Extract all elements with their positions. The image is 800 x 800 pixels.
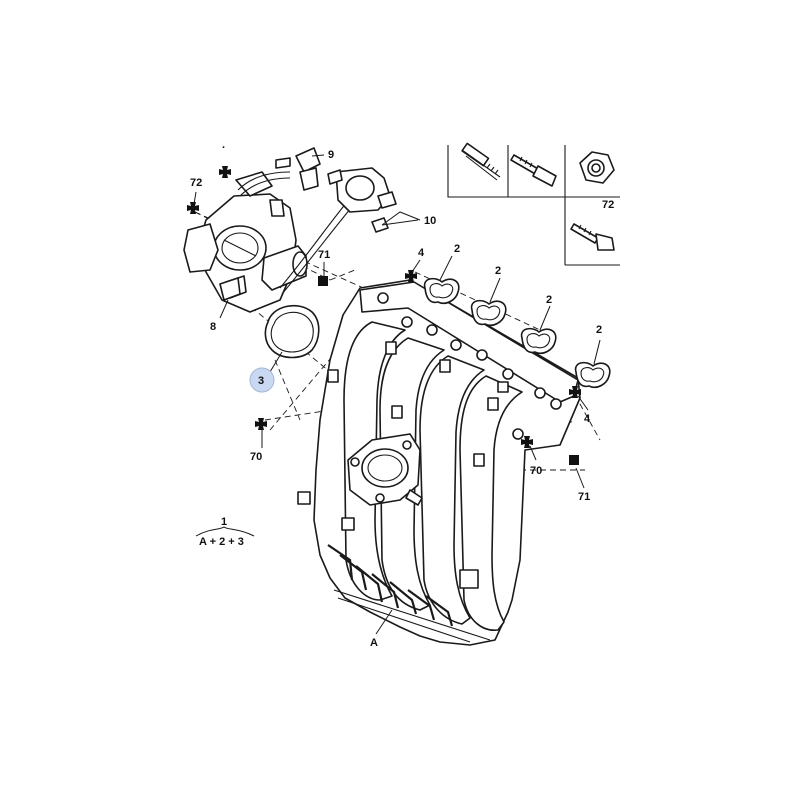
plenum-ribs (327, 544, 491, 643)
stud-icon (461, 142, 501, 181)
fastener-reference-box: 72 (447, 142, 620, 266)
callout-72-top-partial: . (222, 139, 225, 151)
callout-labels: . 72 9 10 71 4 2 2 2 2 8 3 4 70 70 71 A (190, 139, 602, 649)
flange-bolt-icon (510, 154, 557, 187)
legend-kit-contents: A + 2 + 3 (199, 536, 244, 548)
callout-3-highlight: 3 (249, 367, 275, 393)
callout-8: 8 (210, 321, 216, 333)
callout-9: 9 (328, 149, 334, 161)
flange-nut-icon (579, 151, 615, 184)
throttle-gasket-3 (264, 304, 320, 359)
fastener-72-top-icon (219, 166, 231, 178)
fastener-4-right-icon (569, 386, 581, 398)
fastener-markers (187, 166, 581, 465)
intake-manifold-a (297, 279, 581, 646)
manifold-throttle-flange (347, 433, 423, 506)
fastener-72-icon (187, 202, 199, 214)
throttle-body (183, 171, 308, 313)
callout-3: 3 (258, 375, 264, 387)
kit-legend: 1 A + 2 + 3 (195, 516, 255, 548)
square-nut-71-left-icon (318, 276, 328, 286)
callout-70-right: 70 (530, 465, 542, 477)
vacuum-hose-and-valve (237, 147, 397, 295)
fastener-70-right-icon (521, 436, 533, 448)
callout-72: 72 (190, 177, 202, 189)
callout-2-b: 2 (495, 265, 501, 277)
callout-2-c: 2 (546, 294, 552, 306)
leader-lines (193, 154, 601, 635)
screw-icon (570, 223, 615, 251)
legend-kit-number: 1 (221, 516, 227, 528)
callout-71-right: 71 (578, 491, 590, 503)
callout-72-box: 72 (602, 199, 614, 211)
manifold-clips (297, 341, 509, 589)
callout-2-d: 2 (596, 324, 602, 336)
intake-gaskets (423, 277, 611, 389)
callout-10: 10 (424, 215, 436, 227)
callout-2-a: 2 (454, 243, 460, 255)
callout-4-top: 4 (418, 247, 425, 259)
fastener-70-left-icon (255, 418, 267, 430)
square-nut-71-right-icon (569, 455, 579, 465)
flange-bolt-holes (377, 292, 562, 440)
callout-4-right: 4 (584, 413, 591, 425)
callout-a: A (370, 637, 378, 649)
fastener-4-top-icon (405, 270, 417, 282)
callout-70-left: 70 (250, 451, 262, 463)
callout-71-left: 71 (318, 249, 330, 261)
